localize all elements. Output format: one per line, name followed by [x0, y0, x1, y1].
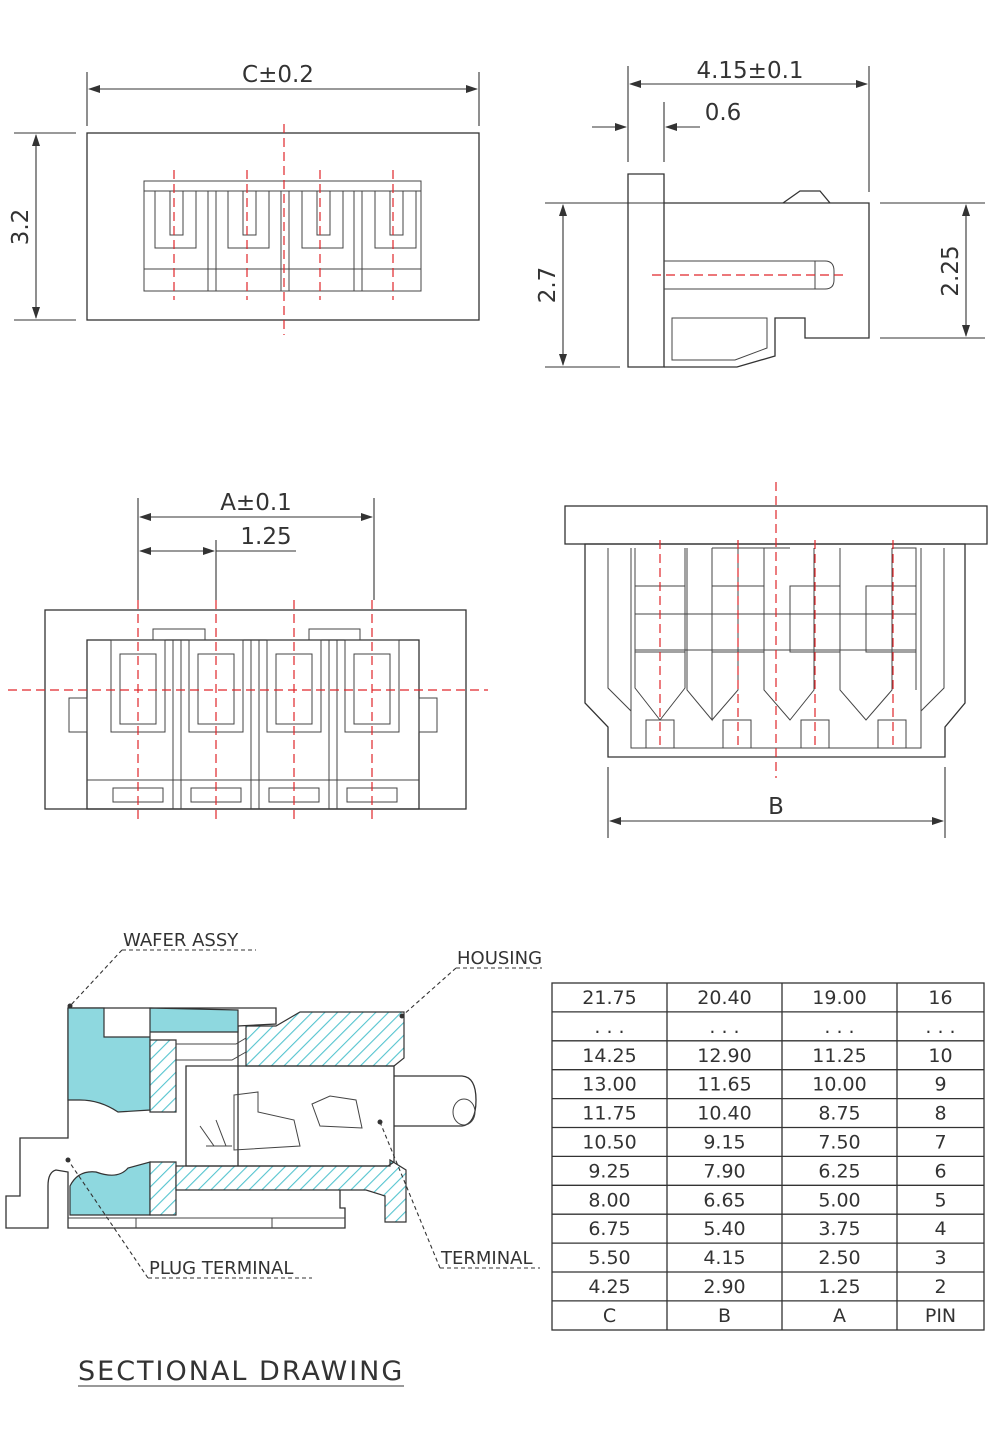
- table-cell: 2: [934, 1276, 946, 1298]
- front-view: C±0.2 3.2: [8, 62, 480, 335]
- table-cell: 10.00: [812, 1074, 866, 1096]
- table-cell: 11.25: [812, 1045, 866, 1067]
- dim-c-label: C±0.2: [242, 62, 314, 88]
- housing-label: HOUSING: [457, 948, 542, 969]
- table-cell: 7.50: [818, 1132, 860, 1154]
- table-cell: 5.50: [588, 1247, 630, 1269]
- table-cell: 2.50: [818, 1247, 860, 1269]
- table-column-header: A: [833, 1305, 846, 1327]
- dim-b-label: B: [768, 794, 784, 820]
- table-cell: 2.90: [703, 1276, 745, 1298]
- table-cell: 6.25: [818, 1160, 860, 1182]
- table-cell: 10.40: [697, 1103, 751, 1125]
- table-cell: 4: [934, 1218, 946, 1240]
- plug-terminal-label: PLUG TERMINAL: [149, 1258, 293, 1279]
- table-cell: . . .: [824, 1016, 854, 1038]
- wafer-assy-label: WAFER ASSY: [123, 930, 239, 951]
- terminal-label: TERMINAL: [440, 1248, 533, 1269]
- table-column-header: C: [603, 1305, 616, 1327]
- table-cell: 12.90: [697, 1045, 751, 1067]
- table-cell: 3: [934, 1247, 946, 1269]
- table-cell: 6.75: [588, 1218, 630, 1240]
- table-cell: 4.25: [588, 1276, 630, 1298]
- bottom-view-teeth: [607, 547, 945, 749]
- table-cell: 9.25: [588, 1160, 630, 1182]
- table-cell: 5.40: [703, 1218, 745, 1240]
- dimension-table: 21.75 20.40 19.00 16 . . . . . . . . . . . . 14.…: [551, 982, 985, 1331]
- table-cell: 6: [934, 1160, 946, 1182]
- sectional-drawing: WAFER ASSY HOUSING PLUG TERMINAL TERMINA…: [5, 930, 542, 1387]
- table-cell: 11.75: [582, 1103, 636, 1125]
- table-cell: . . .: [709, 1016, 739, 1038]
- dim-3-2-label: 3.2: [8, 209, 34, 246]
- table-cell: 3.75: [818, 1218, 860, 1240]
- top-view-cavities: [110, 639, 400, 809]
- table-cell: 8.75: [818, 1103, 860, 1125]
- table-cell: 11.65: [697, 1074, 751, 1096]
- table-cell: 4.15: [703, 1247, 745, 1269]
- table-cell: 16: [928, 987, 952, 1009]
- dim-0-6-label: 0.6: [705, 100, 742, 126]
- side-view: 4.15±0.1 0.6 2.7 2.25: [535, 58, 985, 368]
- top-view: A±0.1 1.25: [8, 490, 488, 822]
- table-cell: 5.00: [818, 1189, 860, 1211]
- bottom-view: B: [564, 482, 988, 838]
- table-cell: 13.00: [582, 1074, 636, 1096]
- table-cell: 21.75: [582, 987, 636, 1009]
- table-cell: 1.25: [818, 1276, 860, 1298]
- table-cell: 8: [934, 1103, 946, 1125]
- dim-1-25-label: 1.25: [240, 524, 291, 550]
- dim-2-25-label: 2.25: [938, 245, 964, 296]
- table-cell: 19.00: [812, 987, 866, 1009]
- table-cell: 7: [934, 1132, 946, 1154]
- table-cell: 7.90: [703, 1160, 745, 1182]
- table-cell: 10: [928, 1045, 952, 1067]
- table-cell: 9: [934, 1074, 946, 1096]
- table-cell: 6.65: [703, 1189, 745, 1211]
- dim-a-label: A±0.1: [220, 490, 292, 516]
- table-cell: . . .: [594, 1016, 624, 1038]
- front-pin-slots: [154, 191, 417, 291]
- table-cell: 20.40: [697, 987, 751, 1009]
- dim-2-7-label: 2.7: [535, 267, 561, 304]
- table-cell: 8.00: [588, 1189, 630, 1211]
- sectional-title: SECTIONAL DRAWING: [78, 1356, 404, 1387]
- table-column-header: PIN: [925, 1305, 956, 1327]
- table-cell: . . .: [925, 1016, 955, 1038]
- table-cell: 14.25: [582, 1045, 636, 1067]
- table-cell: 10.50: [582, 1132, 636, 1154]
- table-column-header: B: [718, 1305, 731, 1327]
- dim-4-15-label: 4.15±0.1: [696, 58, 803, 84]
- table-cell: 5: [934, 1189, 946, 1211]
- table-cell: 9.15: [703, 1132, 745, 1154]
